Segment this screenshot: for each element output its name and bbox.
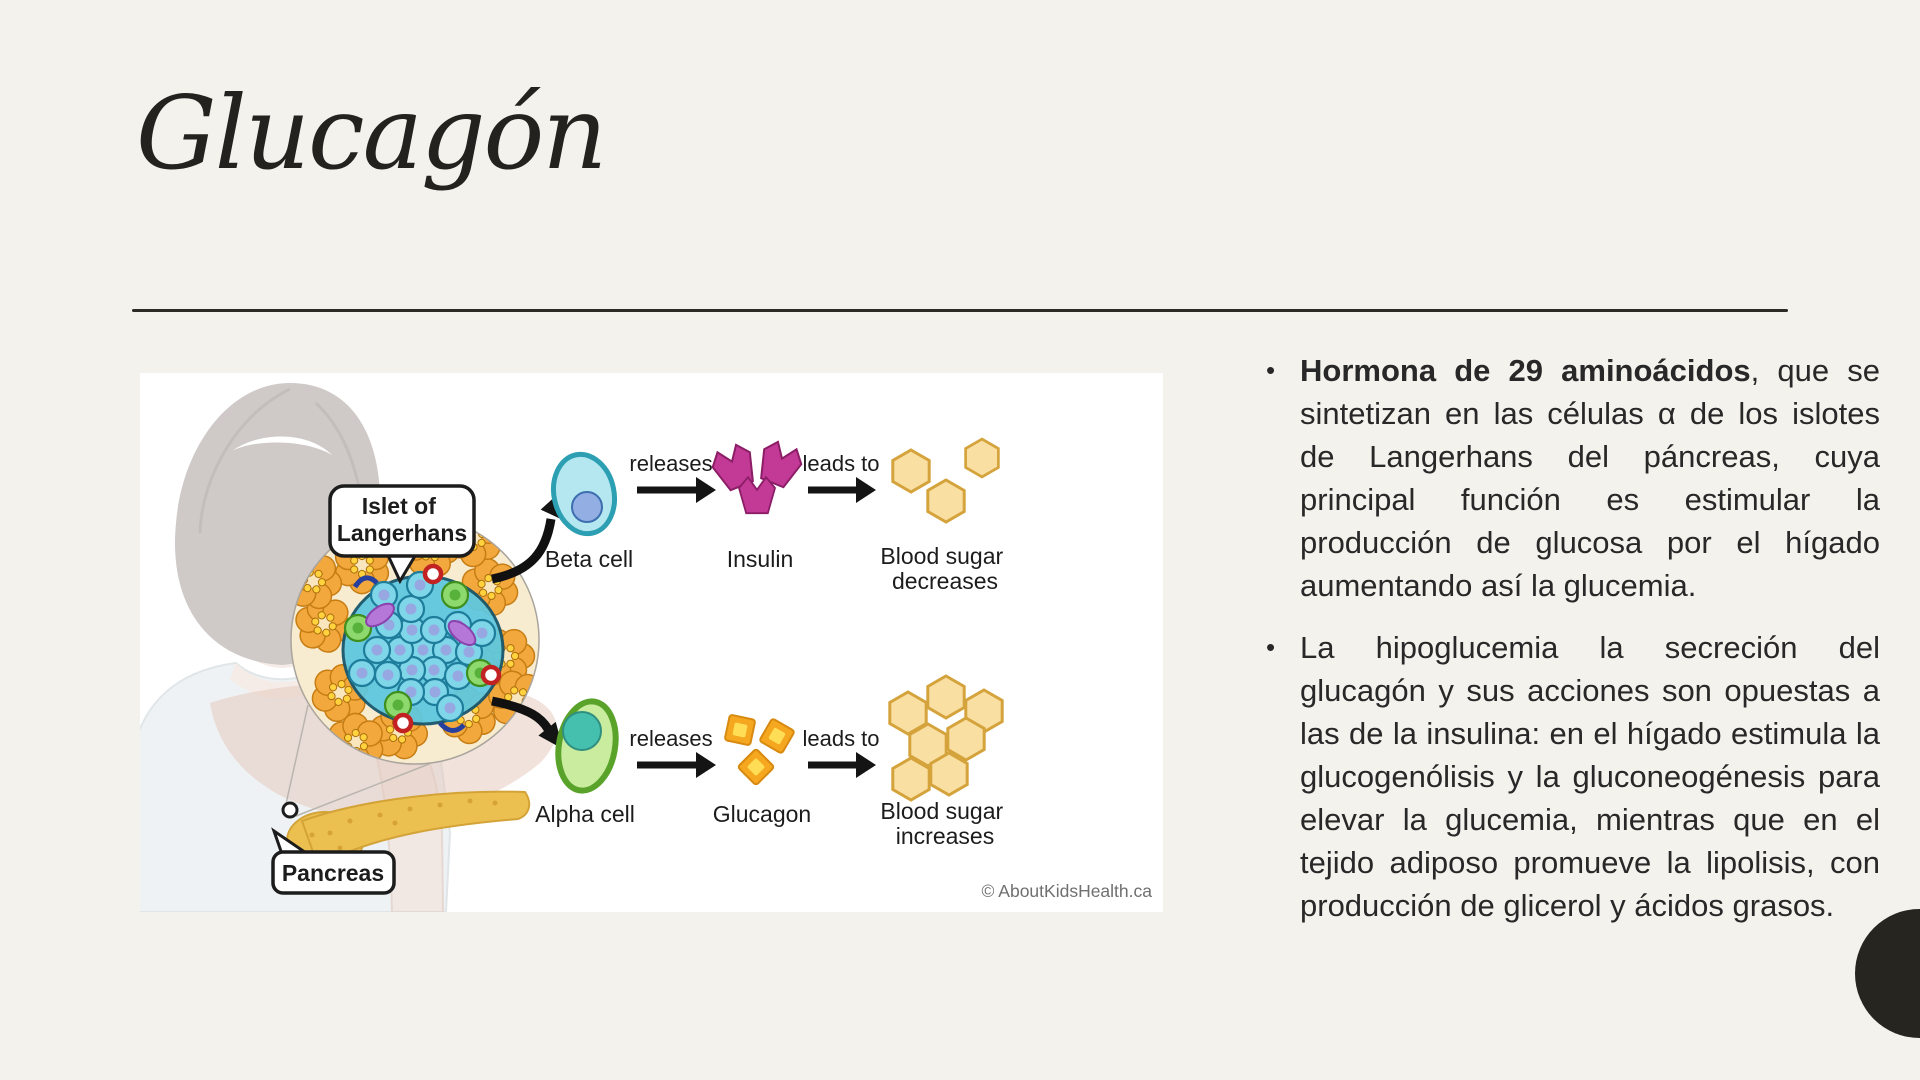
figure-credit: © AboutKidsHealth.ca bbox=[982, 881, 1153, 901]
pancreas-label-text: Pancreas bbox=[282, 860, 384, 886]
insulin-label: Insulin bbox=[727, 546, 793, 572]
leads-to-top-label: leads to bbox=[802, 451, 879, 476]
title-divider-line bbox=[132, 309, 1788, 312]
blood-sugar-decreases-line1: Blood sugar bbox=[880, 543, 1003, 569]
releases-top-label: releases bbox=[629, 451, 712, 476]
blood-sugar-increases-line2: increases bbox=[896, 823, 994, 849]
alpha-cell-label: Alpha cell bbox=[535, 801, 635, 827]
islet-label-line2: Langerhans bbox=[337, 520, 467, 546]
pancreas-diagram-figure: Islet of Langerhans Pancreas Beta cell r… bbox=[140, 373, 1163, 912]
bullet-1-bold-lead: Hormona de 29 aminoácidos bbox=[1300, 353, 1751, 388]
slide-title: Glucagón bbox=[136, 74, 607, 192]
pancreas-diagram-svg: Islet of Langerhans Pancreas Beta cell r… bbox=[140, 383, 1153, 912]
bullet-2-text: La hipoglucemia la secreción del glucagó… bbox=[1300, 630, 1880, 923]
magnifier-point-marker bbox=[281, 801, 299, 819]
islet-label: Islet of Langerhans bbox=[328, 484, 476, 585]
blood-sugar-decreases-line2: decreases bbox=[892, 568, 998, 594]
islet-cells-group bbox=[291, 516, 539, 764]
glucagon-label: Glucagon bbox=[713, 801, 811, 827]
bullet-item-2: La hipoglucemia la secreción del glucagó… bbox=[1262, 626, 1880, 927]
bullet-item-1: Hormona de 29 aminoácidos, que se sintet… bbox=[1262, 349, 1880, 607]
blood-sugar-increase-hexagons bbox=[888, 674, 1004, 802]
blood-sugar-decrease-hexagons bbox=[891, 437, 1000, 524]
glucagon-molecules bbox=[723, 713, 796, 787]
releases-bottom-label: releases bbox=[629, 726, 712, 751]
svg-text:Islet of Langerhans: Islet of Langerhans bbox=[337, 493, 467, 546]
alpha-cell-row: Alpha cell releases Glucagon leads to bbox=[535, 674, 1009, 849]
pancreas-label: Pancreas bbox=[271, 827, 396, 895]
magnifier-cone bbox=[281, 704, 430, 819]
bullet-1-text: , que se sintetizan en las células α de … bbox=[1300, 353, 1880, 603]
beta-cell-row: Beta cell releases Insulin leads to Bloo… bbox=[545, 437, 1009, 594]
insulin-molecules bbox=[707, 437, 807, 515]
islet-magnified-circle bbox=[290, 515, 540, 765]
alpha-cell-nucleus bbox=[562, 711, 602, 751]
beta-cell-nucleus bbox=[571, 491, 603, 523]
beta-cell-label: Beta cell bbox=[545, 546, 633, 572]
islet-label-line1: Islet of bbox=[362, 493, 436, 519]
bullet-text-column: Hormona de 29 aminoácidos, que se sintet… bbox=[1262, 349, 1880, 946]
svg-text:Blood sugar increases: Blood sugar increases bbox=[880, 798, 1009, 849]
blood-sugar-increases-line1: Blood sugar bbox=[880, 798, 1003, 824]
svg-text:Blood sugar decreases: Blood sugar decreases bbox=[880, 543, 1009, 594]
leads-to-bottom-label: leads to bbox=[802, 726, 879, 751]
